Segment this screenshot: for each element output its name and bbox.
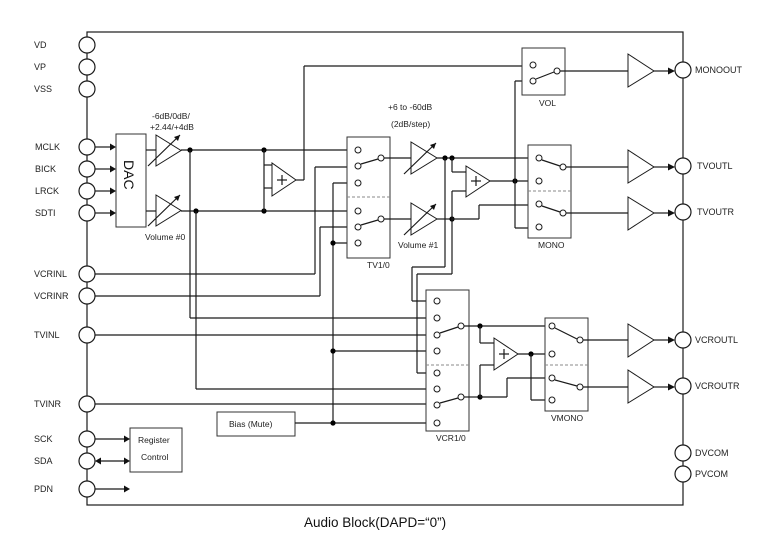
pin-monoout: MONOOUT xyxy=(674,61,742,79)
arrow-icon xyxy=(668,336,675,344)
diagram-caption: Audio Block(DAPD=“0”) xyxy=(304,515,446,530)
pin-vd-label: VD xyxy=(34,40,47,50)
pin-vcrinl-label: VCRINL xyxy=(34,269,67,279)
arrow-icon xyxy=(668,383,675,391)
pin-tvinr-label: TVINR xyxy=(34,399,62,409)
volume0-amp-right xyxy=(147,194,182,227)
pin-sdti: SDTI xyxy=(35,204,96,222)
register-control-label-2: Control xyxy=(141,452,169,462)
volume0-label: Volume #0 xyxy=(145,232,185,242)
vmono-switch-block: VMONO xyxy=(544,317,589,423)
register-control-label-1: Register xyxy=(138,435,170,445)
pin-dvcom-label: DVCOM xyxy=(695,448,729,458)
mixer-amp-1 xyxy=(263,65,530,211)
arrow-icon xyxy=(95,457,101,465)
mono-switch-label: MONO xyxy=(538,240,565,250)
vcr-switch-block: VCR1/0 xyxy=(425,289,470,443)
dac-block: DAC xyxy=(95,133,147,228)
mono-switch-block: MONO xyxy=(527,144,572,250)
volume1-label: Volume #1 xyxy=(398,240,438,250)
right-pins: MONOOUT TVOUTL TVOUTR VCROUTL VCROUTR DV… xyxy=(674,61,742,483)
tv-switch-block: TV1/0 xyxy=(346,136,391,270)
pin-lrck: LRCK xyxy=(35,182,96,200)
pin-vcroutl-label: VCROUTL xyxy=(695,335,738,345)
arrow-icon xyxy=(110,187,116,195)
pin-vcroutr-label: VCROUTR xyxy=(695,381,740,391)
pin-tvoutl: TVOUTL xyxy=(674,157,733,175)
pin-dvcom: DVCOM xyxy=(674,444,729,462)
buffer-vcroutl xyxy=(627,323,675,358)
pin-tvinl: TVINL xyxy=(34,326,96,344)
pin-tvoutr-label: TVOUTR xyxy=(697,207,734,217)
vmono-switch-label: VMONO xyxy=(551,413,584,423)
volume1-amp-left xyxy=(403,141,438,175)
arrow-icon xyxy=(124,485,130,493)
pin-vcrinr: VCRINR xyxy=(34,287,96,305)
pin-pdn: PDN xyxy=(34,480,96,498)
arrow-icon xyxy=(124,457,130,465)
pin-mclk: MCLK xyxy=(35,138,96,156)
pin-sck: SCK xyxy=(34,430,96,448)
vol-switch-block: VOL xyxy=(521,47,566,108)
pin-vd: VD xyxy=(34,36,96,54)
pin-lrck-label: LRCK xyxy=(35,186,59,196)
pin-tvoutr: TVOUTR xyxy=(674,203,734,221)
pin-vcroutr: VCROUTR xyxy=(674,377,740,395)
pin-vcrinl: VCRINL xyxy=(34,265,96,283)
pin-pvcom: PVCOM xyxy=(674,465,728,483)
pin-tvoutl-label: TVOUTL xyxy=(697,161,733,171)
arrow-icon xyxy=(668,163,675,171)
vol1-range-label-2: (2dB/step) xyxy=(391,119,430,129)
pin-tvinr: TVINR xyxy=(34,395,96,413)
pin-vp-label: VP xyxy=(34,62,46,72)
gain-amp-left xyxy=(147,134,182,167)
vcr-switch-label: VCR1/0 xyxy=(436,433,466,443)
left-pins: VD VP VSS MCLK BICK LRCK SDTI VCRINL VCR… xyxy=(34,36,96,498)
pin-bick-label: BICK xyxy=(35,164,56,174)
pin-vcrinr-label: VCRINR xyxy=(34,291,69,301)
pin-vp: VP xyxy=(34,58,96,76)
mixer-amp-2 xyxy=(451,158,537,219)
arrow-icon xyxy=(124,435,130,443)
dac-gain-label-1: -6dB/0dB/ xyxy=(152,111,190,121)
buffer-tvoutl xyxy=(627,149,675,184)
tv-switch-label: TV1/0 xyxy=(367,260,390,270)
pin-vss-label: VSS xyxy=(34,84,52,94)
arrow-icon xyxy=(668,67,675,75)
arrow-icon xyxy=(668,209,675,217)
bias-mute-block: Bias (Mute) xyxy=(216,411,296,437)
arrow-icon xyxy=(110,143,116,151)
pin-sda: SDA xyxy=(34,452,96,470)
dac-label: DAC xyxy=(121,160,137,190)
buffer-vcroutr xyxy=(627,369,675,404)
pin-monoout-label: MONOOUT xyxy=(695,65,742,75)
mixer-amp-3 xyxy=(479,326,551,397)
arrow-icon xyxy=(110,209,116,217)
vol-switch-label: VOL xyxy=(539,98,556,108)
pin-bick: BICK xyxy=(35,160,96,178)
register-control-block: Register Control xyxy=(129,427,183,473)
pin-pvcom-label: PVCOM xyxy=(695,469,728,479)
pin-mclk-label: MCLK xyxy=(35,142,60,152)
bias-mute-label: Bias (Mute) xyxy=(229,419,273,429)
dac-gain-label-2: +2.44/+4dB xyxy=(150,122,194,132)
volume1-amp-right xyxy=(403,202,438,236)
buffer-tvoutr xyxy=(627,196,675,231)
vol1-range-label-1: +6 to -60dB xyxy=(388,102,433,112)
pin-sdti-label: SDTI xyxy=(35,208,56,218)
pin-vcroutl: VCROUTL xyxy=(674,331,738,349)
pin-pdn-label: PDN xyxy=(34,484,53,494)
arrow-icon xyxy=(110,165,116,173)
pin-sck-label: SCK xyxy=(34,434,53,444)
pin-vss: VSS xyxy=(34,80,96,98)
pin-tvinl-label: TVINL xyxy=(34,330,60,340)
pin-sda-label: SDA xyxy=(34,456,53,466)
output-buffers xyxy=(627,53,675,404)
buffer-monoout xyxy=(627,53,675,88)
